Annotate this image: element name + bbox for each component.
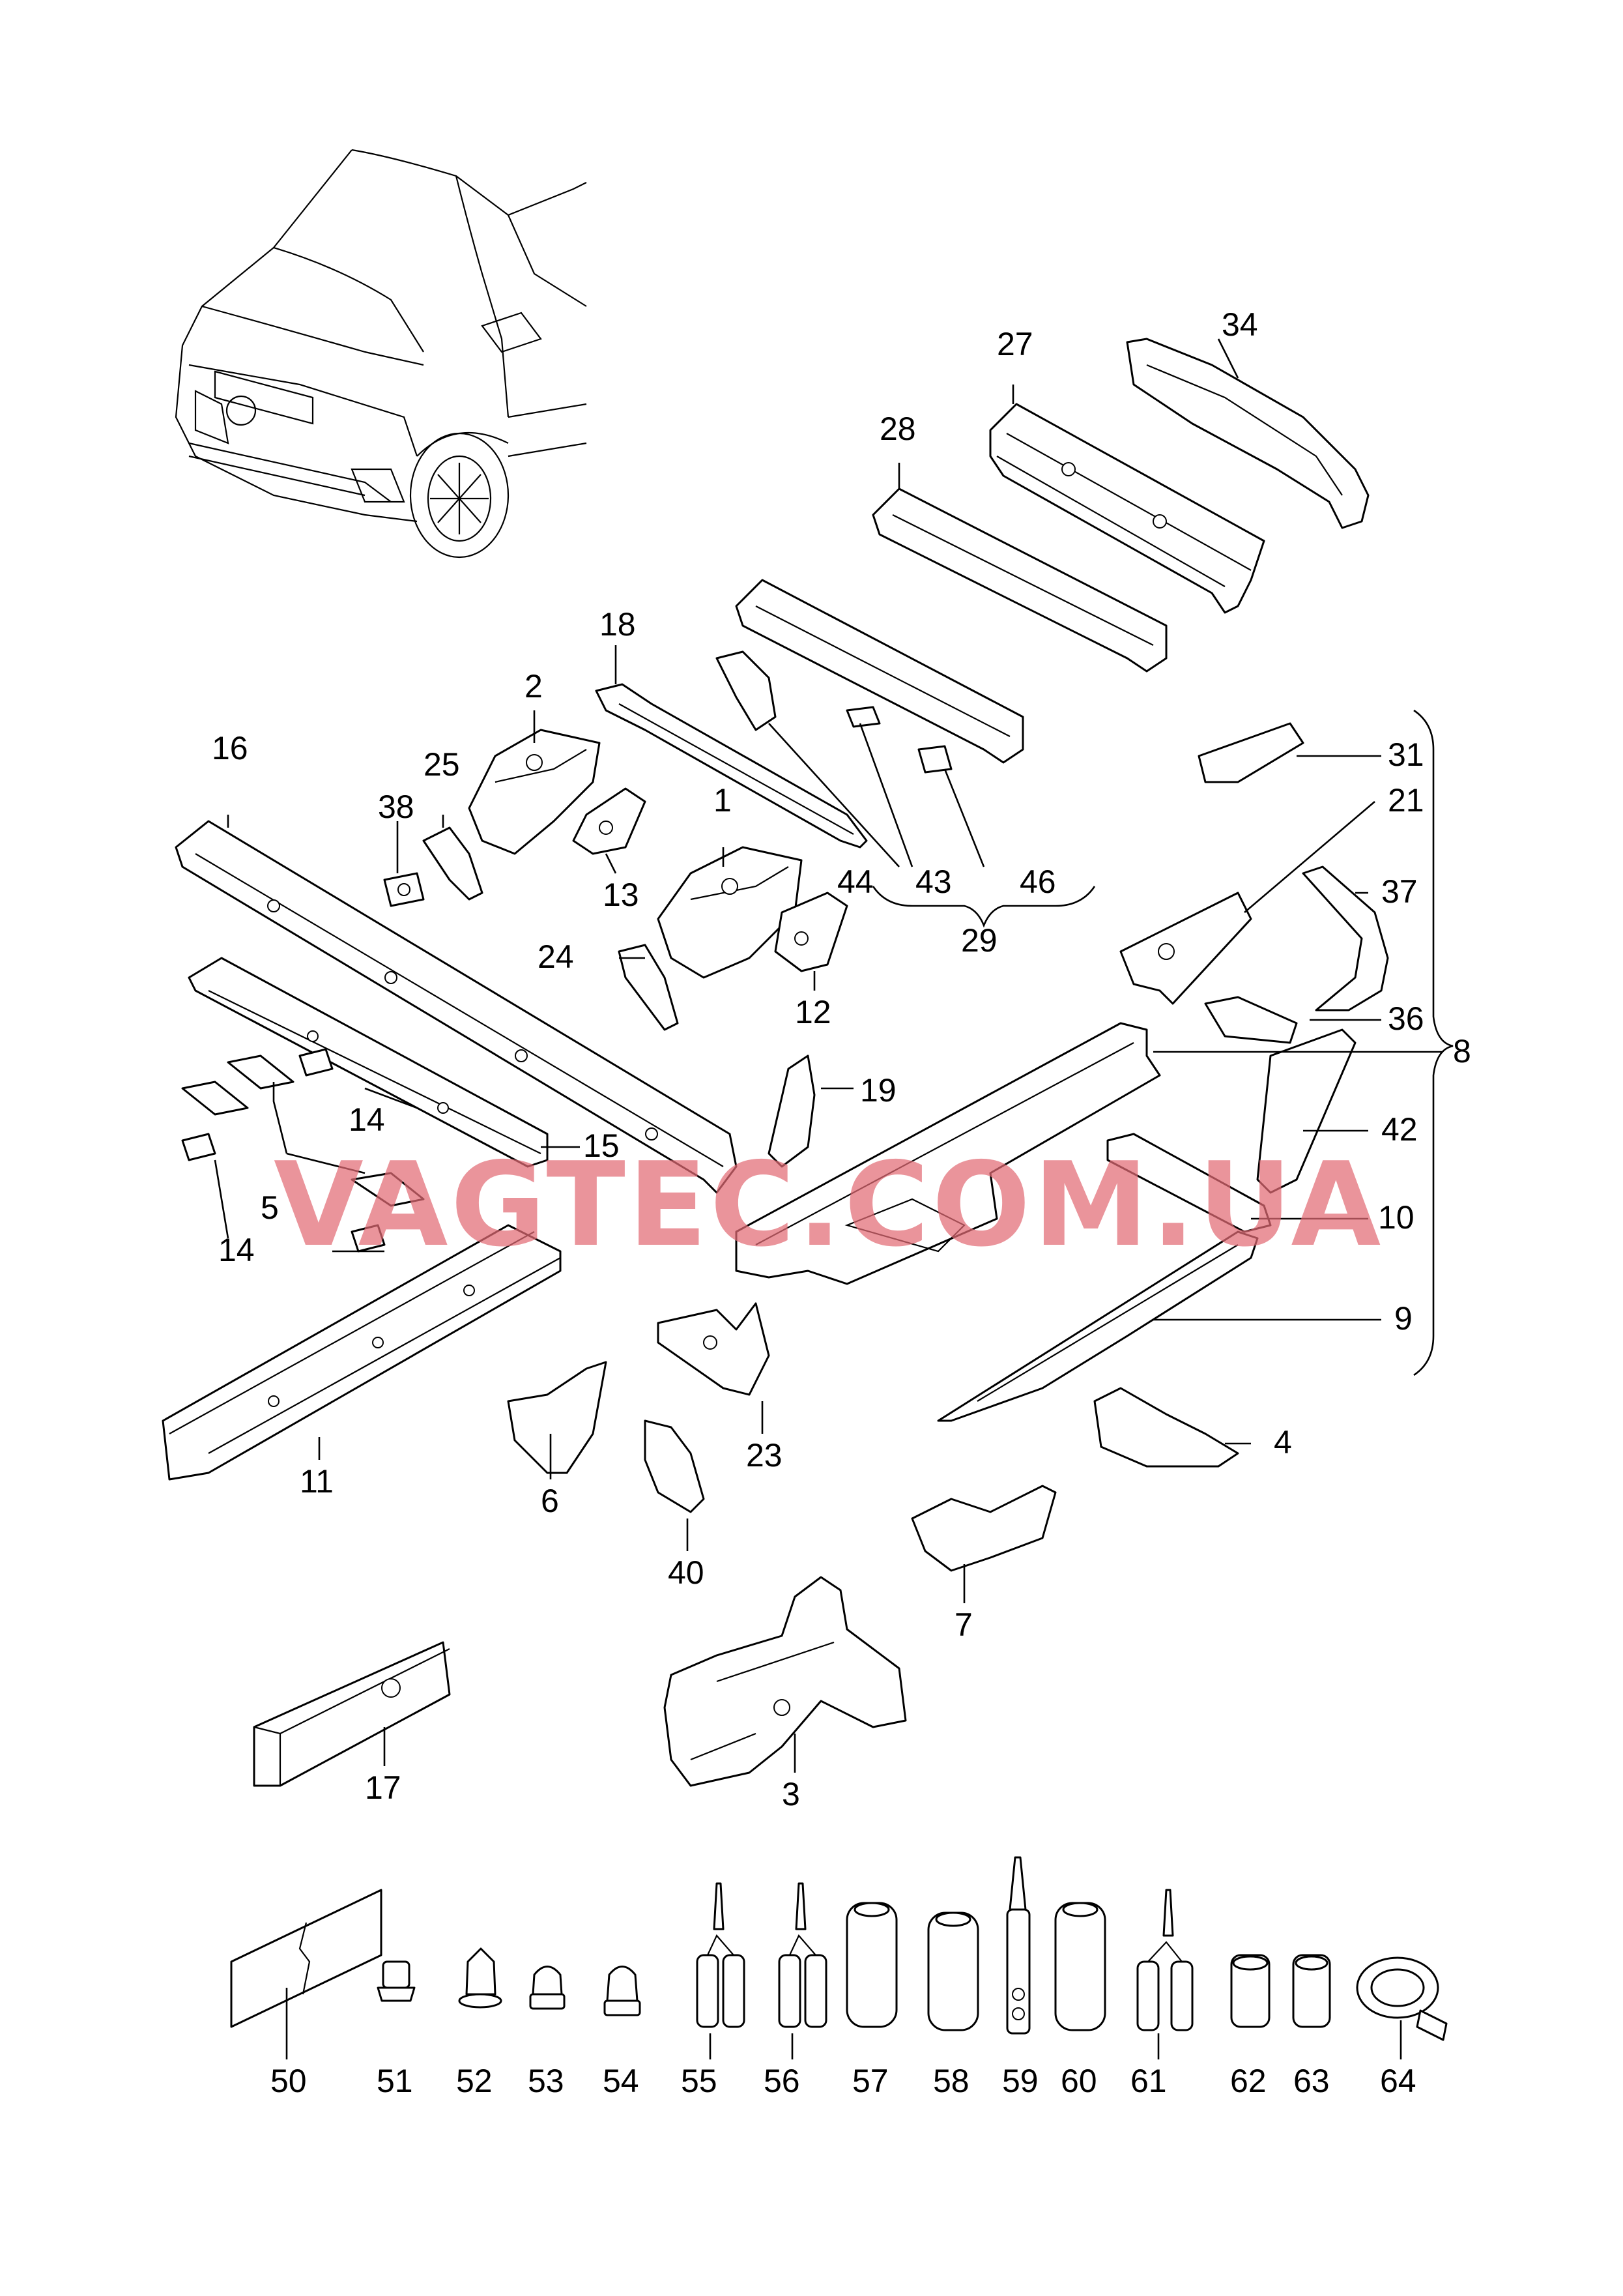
label-part-37: 37 — [1381, 873, 1418, 910]
part-18-strut — [595, 683, 868, 849]
part-12-bracket — [774, 892, 848, 972]
part-57-sealant-cartridge — [846, 1902, 898, 2028]
label-part-28: 28 — [880, 411, 916, 447]
part-7-bracket — [911, 1485, 1057, 1572]
part-52-rivet — [458, 1947, 502, 2009]
label-part-10: 10 — [1378, 1199, 1415, 1236]
label-part-51: 51 — [377, 2063, 413, 2099]
part-28-cross-member — [872, 487, 1168, 673]
label-part-16: 16 — [212, 730, 248, 766]
label-part-34: 34 — [1222, 306, 1258, 343]
part-64-tape-roll — [1356, 1956, 1448, 2041]
part-38-clip — [383, 872, 425, 907]
label-part-38: 38 — [378, 789, 414, 825]
label-part-62: 62 — [1230, 2063, 1267, 2099]
vehicle-overview-illustration — [175, 149, 587, 559]
part-23-bracket — [657, 1302, 770, 1396]
label-part-42: 42 — [1381, 1111, 1418, 1148]
label-part-9: 9 — [1394, 1300, 1413, 1337]
label-part-19: 19 — [860, 1072, 897, 1109]
label-part-55: 55 — [681, 2063, 717, 2099]
label-part-14-upper: 14 — [349, 1101, 385, 1138]
part-15-long-member — [188, 957, 549, 1168]
label-part-58: 58 — [933, 2063, 969, 2099]
label-part-1: 1 — [713, 782, 732, 819]
label-part-11: 11 — [300, 1463, 334, 1500]
label-part-6: 6 — [541, 1483, 559, 1519]
part-29-cross-member-assembly — [715, 579, 1024, 774]
part-56-adhesive-cartridge — [778, 1882, 827, 2028]
label-part-7: 7 — [955, 1606, 973, 1643]
part-2-bracket — [468, 729, 601, 855]
leader-lines — [214, 338, 1443, 2059]
label-part-8: 8 — [1453, 1033, 1471, 1069]
label-part-12: 12 — [795, 994, 831, 1030]
part-60-sealant-cartridge — [1054, 1902, 1106, 2031]
part-8-rear-floor-assembly — [735, 722, 1389, 1468]
part-54-nut — [603, 1966, 641, 2016]
label-part-31: 31 — [1388, 736, 1424, 773]
label-part-17: 17 — [365, 1769, 401, 1806]
part-58-sealant-cartridge — [927, 1911, 979, 2031]
label-part-43: 43 — [915, 864, 952, 900]
part-24-gusset — [618, 944, 679, 1031]
label-part-5: 5 — [261, 1189, 279, 1226]
part-25-bracket — [422, 826, 483, 901]
label-part-14-lower: 14 — [218, 1232, 255, 1268]
label-part-27: 27 — [997, 326, 1033, 362]
part-55-adhesive-cartridge — [696, 1882, 745, 2028]
label-part-15: 15 — [583, 1127, 620, 1164]
label-part-21: 21 — [1388, 782, 1424, 819]
label-part-56: 56 — [764, 2063, 800, 2099]
label-part-44: 44 — [837, 864, 874, 900]
part-51-rivet — [377, 1960, 416, 2002]
part-3-wheel-housing-bracket — [663, 1576, 907, 1787]
label-part-29: 29 — [961, 922, 998, 959]
part-63-container — [1292, 1954, 1331, 2028]
callout-labels: 1 2 3 4 5 6 7 8 9 10 11 12 13 14 14 15 1… — [212, 306, 1471, 2099]
label-part-4: 4 — [1274, 1424, 1292, 1460]
part-50-sheet — [230, 1889, 382, 2028]
watermark-text: VAGTEC.COM.UA — [274, 1137, 1383, 1272]
label-part-50: 50 — [270, 2063, 307, 2099]
part-11-long-member — [162, 1224, 562, 1481]
part-59-sealant-tube — [1006, 1856, 1031, 2035]
label-part-64: 64 — [1380, 2063, 1416, 2099]
label-part-60: 60 — [1061, 2063, 1097, 2099]
label-part-3: 3 — [782, 1776, 800, 1812]
label-part-23: 23 — [746, 1437, 783, 1474]
label-part-13: 13 — [603, 877, 639, 913]
part-62-container — [1230, 1954, 1271, 2028]
part-13-bracket — [572, 787, 646, 855]
label-part-63: 63 — [1293, 2063, 1330, 2099]
label-part-36: 36 — [1388, 1000, 1424, 1037]
part-17-box-section — [253, 1641, 451, 1787]
part-53-nut — [529, 1966, 566, 2010]
part-27-cross-member — [989, 403, 1265, 614]
label-part-25: 25 — [424, 746, 460, 783]
label-part-40: 40 — [668, 1554, 704, 1591]
part-16-long-member — [175, 820, 738, 1194]
part-40-bracket — [644, 1419, 705, 1513]
label-part-2: 2 — [524, 668, 543, 705]
part-34-rear-cross-member — [1126, 338, 1370, 529]
part-5-14-brackets — [181, 1048, 425, 1253]
label-part-59: 59 — [1002, 2063, 1039, 2099]
group-brackets — [872, 709, 1454, 1376]
part-6-bracket — [507, 1361, 607, 1474]
label-part-24: 24 — [538, 938, 574, 975]
part-61-adhesive-cartridge — [1136, 1889, 1194, 2031]
label-part-54: 54 — [603, 2063, 639, 2099]
part-19-bracket — [768, 1054, 816, 1168]
label-part-18: 18 — [599, 606, 636, 643]
label-part-46: 46 — [1020, 864, 1056, 900]
label-part-57: 57 — [852, 2063, 889, 2099]
label-part-52: 52 — [456, 2063, 493, 2099]
part-1-bracket — [657, 846, 803, 979]
label-part-53: 53 — [528, 2063, 564, 2099]
label-part-61: 61 — [1130, 2063, 1167, 2099]
